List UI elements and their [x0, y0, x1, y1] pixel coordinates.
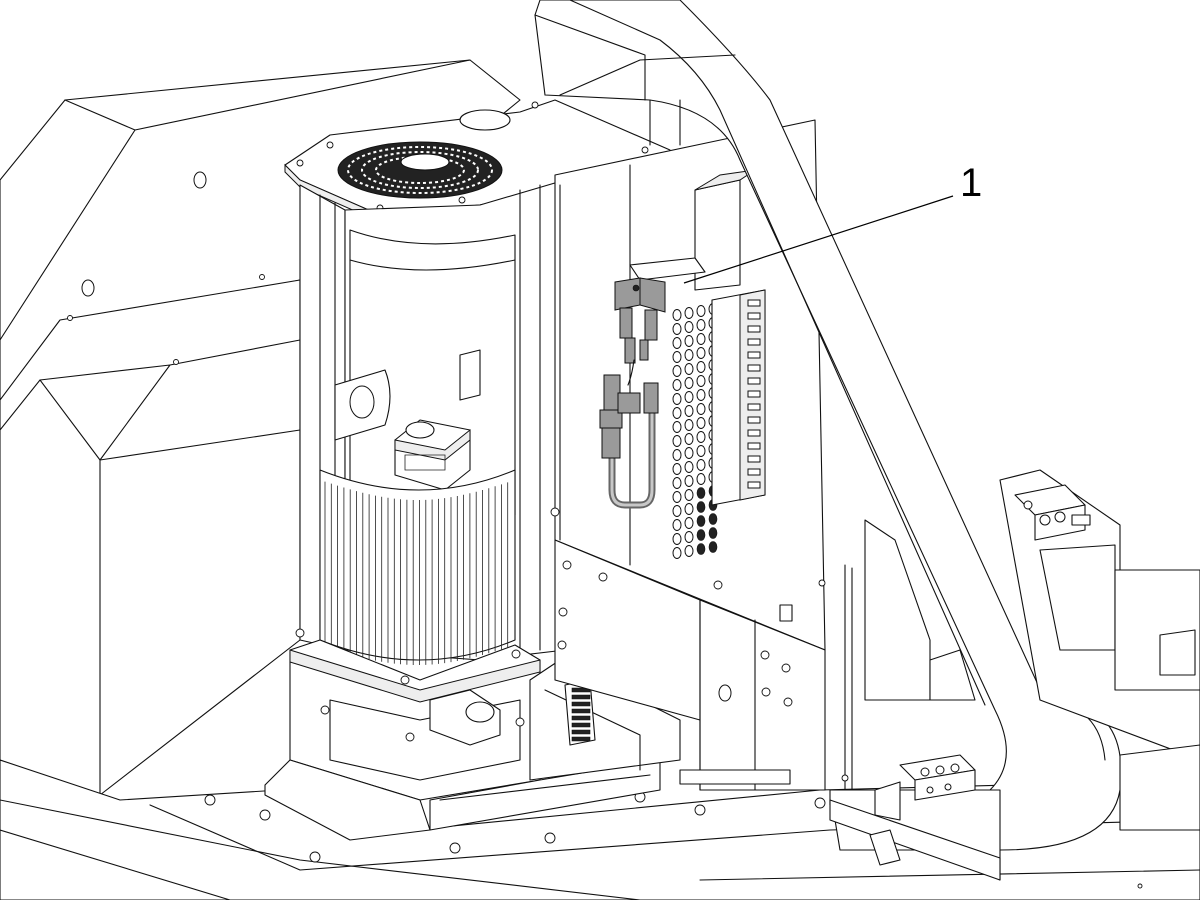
vent-hole [673, 422, 681, 433]
spindle-motor [265, 180, 660, 840]
vent-hole [673, 352, 681, 363]
vent-hole [673, 408, 681, 419]
terminal-pin [572, 702, 590, 706]
terminal-slot [748, 339, 760, 345]
vent-hole [685, 504, 693, 515]
terminal-slot [748, 326, 760, 332]
terminal-pin [572, 716, 590, 720]
hydraulic-block [1015, 485, 1090, 540]
vent-hole [697, 488, 705, 499]
vent-hole [673, 506, 681, 517]
vent-hole [673, 520, 681, 531]
terminal-slot [748, 430, 760, 436]
vent-hole [685, 532, 693, 543]
vent-hole [697, 530, 705, 541]
vent-hole [709, 528, 717, 539]
vent-hole [673, 436, 681, 447]
terminal-slot [748, 482, 760, 488]
vent-hole [673, 380, 681, 391]
solenoid-valve-assembly [600, 258, 705, 505]
terminal-slot [748, 404, 760, 410]
vent-hole [673, 394, 681, 405]
vent-hole [673, 478, 681, 489]
vent-hole [673, 366, 681, 377]
vent-hole [673, 492, 681, 503]
vent-hole [685, 518, 693, 529]
terminal-pin [572, 737, 590, 741]
vent-hole [697, 390, 705, 401]
vent-hole [673, 464, 681, 475]
vent-hole [685, 476, 693, 487]
vent-hole [697, 502, 705, 513]
vent-hole [697, 544, 705, 555]
terminal-slot [748, 391, 760, 397]
vent-hole [709, 514, 717, 525]
terminal-pin [572, 730, 590, 734]
vent-hole [685, 434, 693, 445]
vent-hole [685, 378, 693, 389]
vent-hole [697, 306, 705, 317]
vent-hole [685, 364, 693, 375]
terminal-slot [748, 443, 760, 449]
encoder-module [395, 420, 470, 490]
terminal-slot [748, 417, 760, 423]
vent-hole [697, 474, 705, 485]
vent-hole [673, 338, 681, 349]
vent-hole [685, 448, 693, 459]
vent-hole [697, 432, 705, 443]
vent-hole [673, 450, 681, 461]
terminal-slot [748, 469, 760, 475]
vent-hole [673, 534, 681, 545]
vent-hole [685, 392, 693, 403]
vent-hole [697, 348, 705, 359]
electrical-panel [551, 120, 825, 790]
terminal-pin [572, 695, 590, 699]
vent-hole [697, 418, 705, 429]
vent-hole [685, 420, 693, 431]
vent-hole [697, 446, 705, 457]
cooling-fan-grille [338, 142, 502, 198]
callout-1: 1 [684, 161, 982, 283]
motor-cooling-fins [320, 470, 515, 665]
terminal-block-rail [712, 290, 765, 505]
vent-hole [697, 334, 705, 345]
connector-bracket [819, 565, 1000, 880]
vent-hole [685, 406, 693, 417]
vent-hole [673, 310, 681, 321]
motor-mount-base [290, 629, 540, 800]
vent-hole [697, 404, 705, 415]
vent-hole [697, 320, 705, 331]
callout-leader-line [684, 196, 953, 283]
vent-hole [709, 542, 717, 553]
terminal-slot [748, 456, 760, 462]
terminal-pin [572, 723, 590, 727]
drip-pan [530, 660, 680, 780]
terminal-slot [748, 352, 760, 358]
vent-hole [685, 350, 693, 361]
vent-hole [685, 336, 693, 347]
vent-hole [697, 362, 705, 373]
terminal-pin [572, 709, 590, 713]
vent-hole [685, 490, 693, 501]
vent-hole [697, 516, 705, 527]
terminal-slot [748, 378, 760, 384]
terminal-slot [748, 300, 760, 306]
callout-label: 1 [960, 161, 982, 205]
vent-hole [685, 462, 693, 473]
terminal-slot [748, 365, 760, 371]
vent-hole [673, 324, 681, 335]
vent-hole [685, 546, 693, 557]
vent-hole [685, 322, 693, 333]
vent-hole [697, 376, 705, 387]
vent-hole [685, 308, 693, 319]
vent-hole [697, 460, 705, 471]
terminal-slot [748, 313, 760, 319]
vent-hole [673, 548, 681, 559]
right-machine-block [865, 470, 1200, 830]
